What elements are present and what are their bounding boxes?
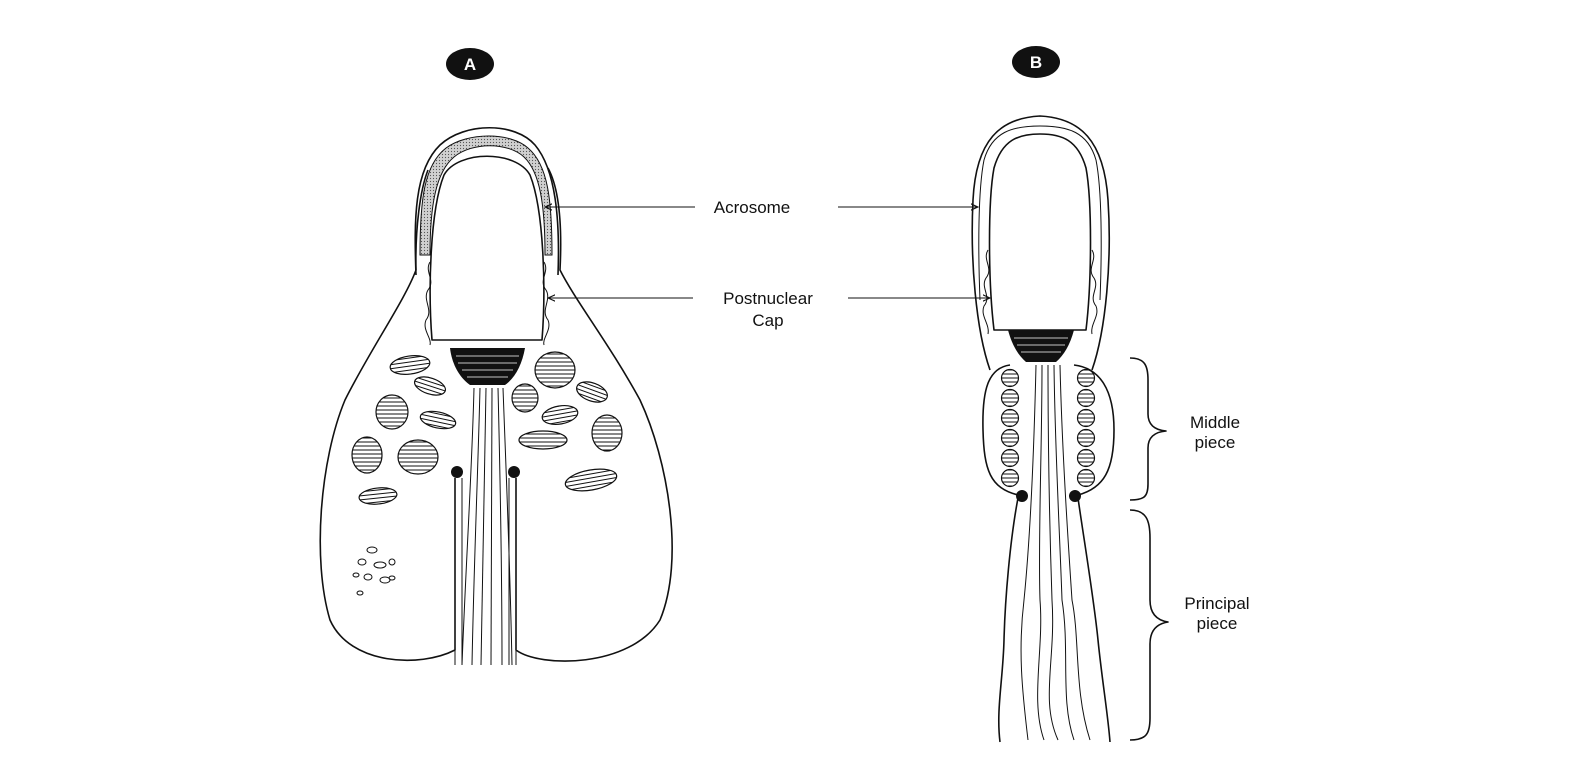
principal-piece-label-line1: Principal bbox=[1184, 594, 1249, 613]
panel-b-annulus-right bbox=[1069, 490, 1081, 502]
postnuclear-label-line1: Postnuclear bbox=[723, 289, 813, 308]
panel-b-badge: B bbox=[1012, 46, 1060, 78]
panel-a-head-outline bbox=[414, 127, 560, 276]
acrosome-label: Acrosome bbox=[714, 198, 791, 217]
postnuclear-label-line2: Cap bbox=[752, 311, 783, 330]
panel-a-nucleus bbox=[429, 155, 545, 341]
middle-piece-label-line1: Middle bbox=[1190, 413, 1240, 432]
panel-b-head-outline bbox=[971, 115, 1111, 371]
label-middle-piece: Middle piece bbox=[1129, 357, 1240, 501]
panel-a-cytoplasm-outline bbox=[319, 167, 673, 662]
middle-piece-label-line2: piece bbox=[1195, 433, 1236, 452]
panel-a-tail-membrane bbox=[454, 478, 517, 665]
panel-b-mitochondria-left bbox=[1000, 368, 1020, 488]
panel-a-neck-striations bbox=[456, 355, 519, 378]
panel-b-axial-filaments bbox=[1020, 364, 1091, 741]
panel-b: B bbox=[971, 46, 1115, 743]
middle-piece-brace bbox=[1129, 357, 1167, 501]
panel-b-badge-label: B bbox=[1030, 53, 1042, 72]
panel-a-annulus-right bbox=[508, 466, 520, 478]
panel-b-nucleus bbox=[988, 133, 1092, 331]
panel-a-postnuclear-cap-left bbox=[424, 261, 432, 346]
label-acrosome: Acrosome bbox=[545, 198, 978, 217]
panel-b-postnuclear-cap-right bbox=[1090, 249, 1098, 335]
panel-b-annulus-left bbox=[1016, 490, 1028, 502]
panel-b-neck bbox=[1008, 330, 1074, 362]
panel-b-neck-striations bbox=[1014, 337, 1068, 353]
panel-a-neck bbox=[450, 348, 525, 385]
principal-piece-label-line2: piece bbox=[1197, 614, 1238, 633]
label-postnuclear-cap: Postnuclear Cap bbox=[548, 289, 990, 330]
panel-a-badge: A bbox=[446, 48, 494, 80]
panel-a-granules bbox=[352, 546, 396, 596]
panel-a-mitochondria bbox=[351, 351, 623, 505]
panel-b-middle-piece-outline bbox=[982, 364, 1115, 496]
panel-a-badge-label: A bbox=[464, 55, 476, 74]
panel-b-mitochondria-right bbox=[1076, 368, 1096, 488]
panel-a-annulus-left bbox=[451, 466, 463, 478]
panel-a-acrosome bbox=[419, 135, 553, 256]
panel-a: A bbox=[319, 48, 673, 666]
panel-a-axial-filaments bbox=[461, 387, 513, 666]
label-principal-piece: Principal piece bbox=[1129, 509, 1250, 741]
panel-b-postnuclear-cap-left bbox=[982, 249, 990, 335]
panel-b-acrosome bbox=[978, 125, 1102, 301]
panel-a-postnuclear-cap-right bbox=[542, 261, 550, 346]
principal-piece-brace bbox=[1129, 509, 1169, 741]
panel-b-principal-piece-outline bbox=[998, 497, 1111, 743]
